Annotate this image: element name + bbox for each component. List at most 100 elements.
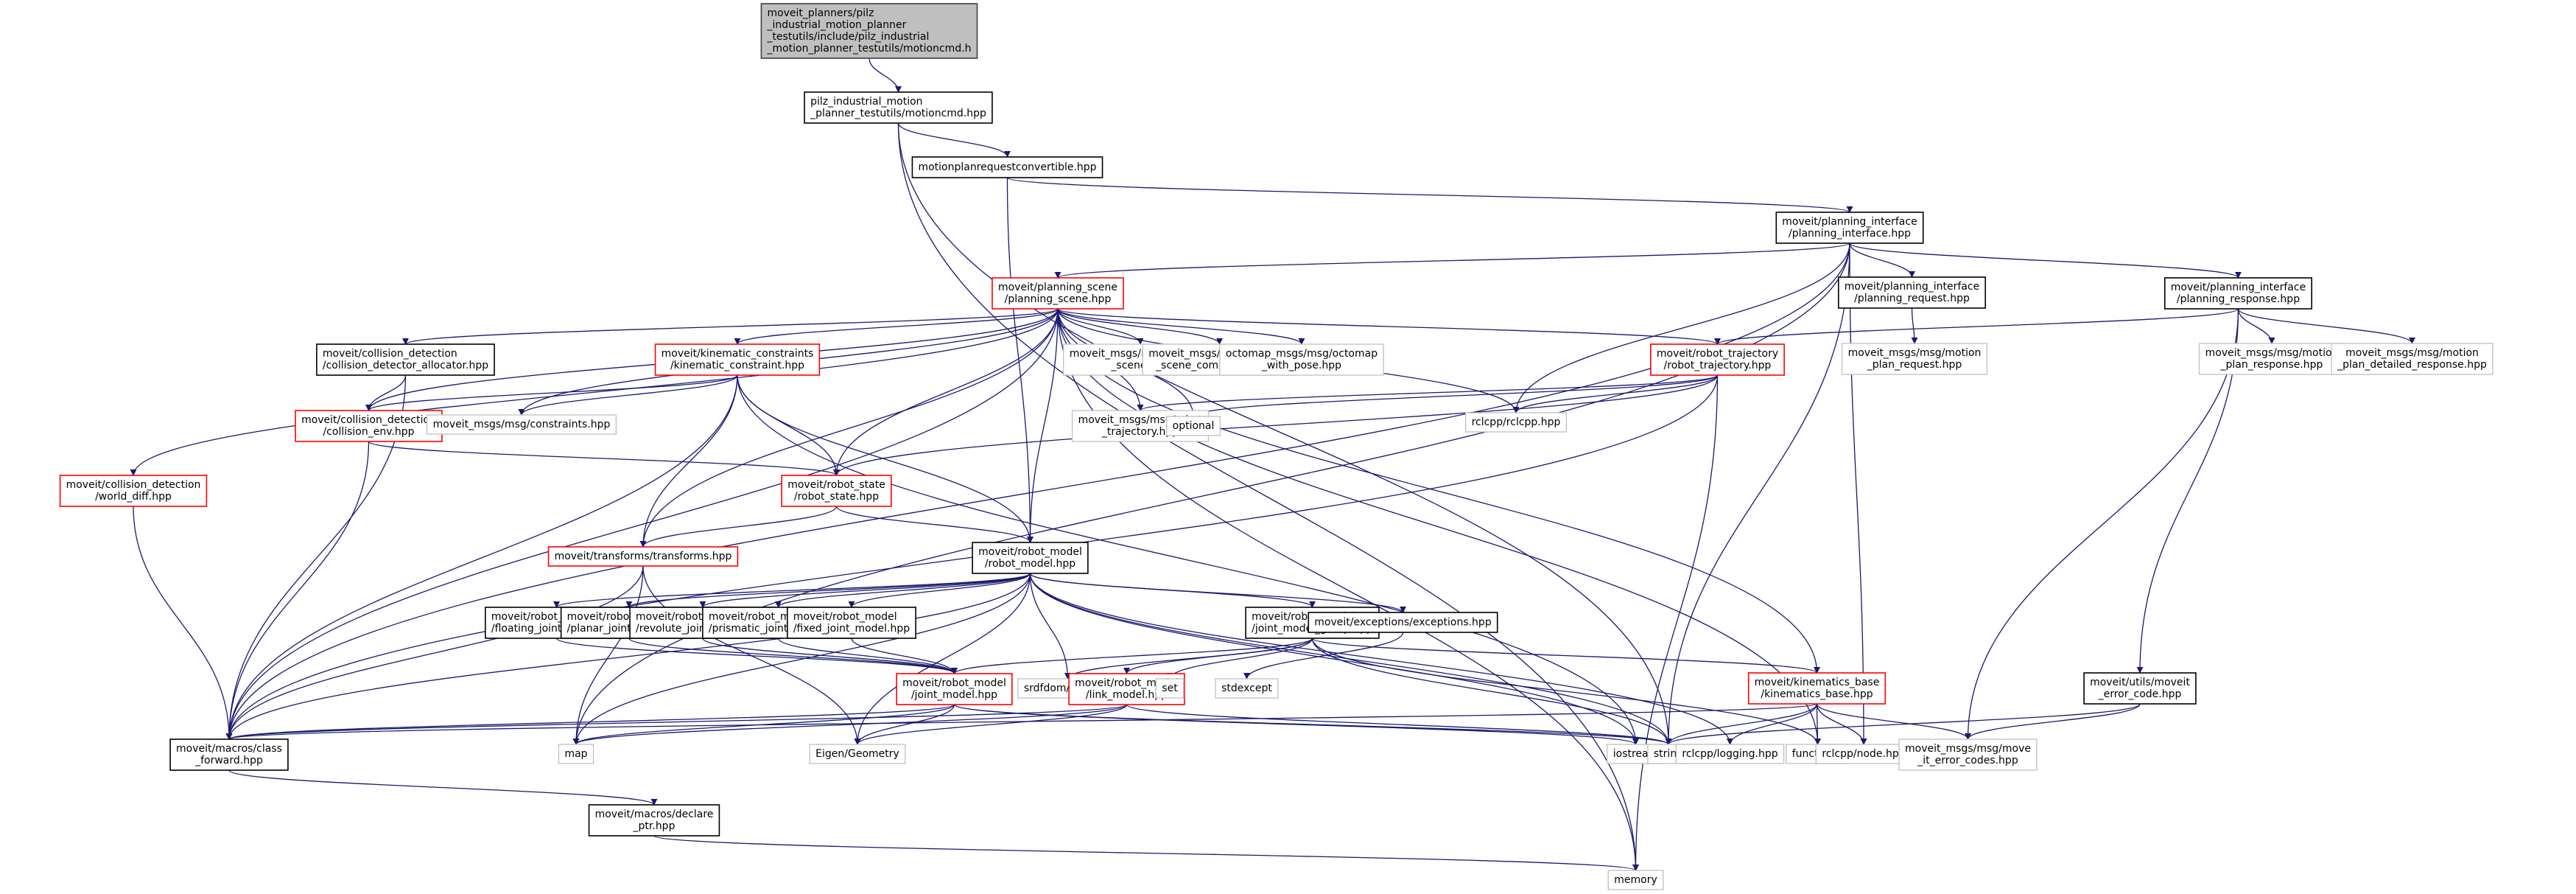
node-kinematic-constraint[interactable]: moveit/kinematic_constraints/kinematic_c…: [654, 343, 821, 376]
edge-robot_model-to-planar_joint: [625, 573, 1031, 608]
node-rclcpp-node: rclcpp/node.hpp: [1815, 744, 1912, 764]
node-moveit-error-code[interactable]: moveit/utils/moveit_error_code.hpp: [2083, 672, 2197, 705]
node-class-forward[interactable]: moveit/macros/class_forward.hpp: [169, 738, 289, 771]
node-box: [1815, 744, 1912, 764]
node-box: [972, 542, 1089, 574]
edge-kinematic_constraint-to-robot_model: [737, 374, 1034, 543]
node-planning-request[interactable]: moveit/planning_interface/planning_reque…: [1838, 276, 1986, 309]
edge-planning_interface-to-rclcpp_node: [1849, 242, 1867, 745]
node-label: iostream: [1613, 748, 1659, 760]
node-label: /fixed_joint_model.hpp: [793, 623, 910, 635]
node-motioncmd-hpp[interactable]: pilz_industrial_motion_planner_testutils…: [804, 91, 993, 124]
node-cd-allocator[interactable]: moveit/collision_detection/collision_det…: [316, 343, 495, 376]
node-declare-ptr[interactable]: moveit/macros/declare_ptr.hpp: [588, 804, 720, 837]
node-label: /planning_scene.hpp: [1005, 293, 1112, 305]
node-label: /robot_trajectory.hpp: [1664, 360, 1772, 371]
edge-planning_scene-to-robot_trajectory: [1057, 308, 1721, 345]
edge-joint_model_group-to-kinematics_base: [1311, 638, 1820, 674]
edge-declare_ptr-to-memory: [653, 835, 1639, 871]
node-box: [760, 3, 978, 59]
edge-robot_model-to-fixed_joint: [848, 573, 1031, 608]
edge-robot_model-to-prismatic_joint: [775, 573, 1031, 608]
node-label: moveit_msgs/msg/motion: [2205, 347, 2339, 359]
node-label: _forward.hpp: [194, 755, 263, 766]
node-label: moveit/robot_trajectory: [1657, 348, 1778, 360]
node-label: moveit/planning_interface: [2171, 282, 2306, 293]
edge-collision_env-to-robot_state: [368, 441, 840, 476]
node-label: _it_error_codes.hpp: [1917, 755, 2018, 766]
node-box: [1675, 744, 1785, 764]
edge-planning_interface-to-map: [572, 242, 1850, 745]
edge-moveit_error_code-to-string: [1665, 703, 2141, 745]
edge-revolute_joint-to-joint_model: [702, 638, 958, 674]
node-joint-model[interactable]: moveit/robot_model/joint_model.hpp: [896, 673, 1013, 705]
node-box: [1165, 416, 1221, 436]
node-mprc[interactable]: motionplanrequestconvertible.hpp: [911, 156, 1103, 178]
edge-layer: [130, 57, 2415, 871]
node-label: moveit/macros/class: [176, 743, 282, 755]
edge-planning_interface-to-class_forward: [225, 242, 1850, 740]
edge-robot_model-to-class_forward: [225, 573, 1031, 740]
node-exceptions[interactable]: moveit/exceptions/exceptions.hpp: [1308, 612, 1498, 633]
node-label: _testutils/include/pilz_industrial: [766, 31, 929, 43]
node-kinematics-base[interactable]: moveit/kinematics_base/kinematics_base.h…: [1747, 672, 1887, 705]
node-label: /joint_model.hpp: [911, 689, 997, 701]
node-world-diff[interactable]: moveit/collision_detection/world_diff.hp…: [59, 475, 208, 507]
node-label: moveit/robot_model: [709, 611, 813, 623]
edge-link_model-to-class_forward: [225, 704, 1128, 740]
node-label: moveit/exceptions/exceptions.hpp: [1314, 617, 1492, 629]
node-label: moveit/robot_model: [902, 677, 1006, 689]
edge-joint_model_group-to-functional: [1311, 638, 1821, 745]
node-robot-state[interactable]: moveit/robot_state/robot_state.hpp: [781, 475, 892, 507]
edge-planning_response-to-motion_plan_response: [2237, 308, 2275, 344]
edge-joint_model_group-to-string: [1311, 638, 1672, 745]
node-box: [295, 410, 443, 442]
node-label: _planner_testutils/motioncmd.hpp: [810, 108, 986, 119]
edge-planar_joint-to-joint_model: [628, 638, 958, 674]
node-label: moveit/transforms/transforms.hpp: [555, 551, 732, 562]
node-label: _motion_planner_testutils/motioncmd.h: [766, 43, 971, 55]
edge-planning_interface-to-planning_response: [1849, 242, 2242, 279]
node-box: [2083, 672, 2197, 705]
node-transforms[interactable]: moveit/transforms/transforms.hpp: [547, 546, 739, 567]
edge-joint_model-to-iostream: [953, 704, 1639, 745]
edge-robot_model-to-map: [572, 573, 1031, 745]
edge-link_model-to-eigen_geometry: [854, 704, 1128, 745]
node-box: [1155, 678, 1185, 699]
node-eigen-geometry: Eigen/Geometry: [809, 744, 906, 764]
node-label: /link_model.hpp: [1086, 689, 1168, 701]
node-box: [1747, 672, 1887, 705]
node-label: set: [1162, 682, 1178, 694]
node-label: memory: [1614, 874, 1657, 886]
node-stdexcept: stdexcept: [1215, 678, 1279, 699]
node-label: /kinematics_base.hpp: [1761, 688, 1873, 700]
node-collision-env[interactable]: moveit/collision_detection/collision_env…: [295, 410, 443, 442]
node-planning-interface[interactable]: moveit/planning_interface/planning_inter…: [1775, 212, 1924, 244]
node-box: [804, 91, 993, 124]
node-robot-model[interactable]: moveit/robot_model/robot_model.hpp: [972, 542, 1089, 574]
edge-planning_scene-to-octomap_pose: [1057, 308, 1305, 345]
node-label: stdexcept: [1221, 682, 1272, 694]
node-fixed-joint[interactable]: moveit/robot_model/fixed_joint_model.hpp: [787, 607, 916, 639]
edge-planning_interface-to-planning_request: [1849, 242, 1916, 278]
node-planning-scene[interactable]: moveit/planning_scene/planning_scene.hpp: [992, 277, 1124, 310]
edge-kinematics_base-to-rclcpp_node: [1816, 703, 1867, 745]
node-label: moveit/planning_interface: [1782, 216, 1917, 228]
node-label: moveit/robot_model: [978, 546, 1082, 558]
node-robot-trajectory[interactable]: moveit/robot_trajectory/robot_trajectory…: [1650, 343, 1785, 376]
node-move-it-error-codes: moveit_msgs/msg/move_it_error_codes.hpp: [1898, 738, 2038, 771]
node-label: moveit_msgs/msg/move: [1905, 743, 2031, 755]
node-label: optional: [1173, 420, 1215, 432]
edge-root-to-motioncmd_hpp: [868, 57, 902, 93]
node-box: [992, 277, 1124, 310]
node-planning-response[interactable]: moveit/planning_interface/planning_respo…: [2164, 277, 2312, 310]
node-box: [787, 607, 916, 639]
node-label: Eigen/Geometry: [815, 748, 899, 760]
edge-robot_model-to-revolute_joint: [699, 573, 1031, 608]
edge-kinematics_base-to-move_it_error_codes: [1816, 703, 1971, 740]
node-label: moveit/robot_model: [1075, 677, 1179, 689]
node-label: /planning_response.hpp: [2177, 293, 2300, 305]
edge-robot_model-to-srdfdom: [1029, 573, 1072, 680]
node-box: [2164, 277, 2312, 310]
edge-robot_model-to-floating_joint: [553, 573, 1031, 608]
